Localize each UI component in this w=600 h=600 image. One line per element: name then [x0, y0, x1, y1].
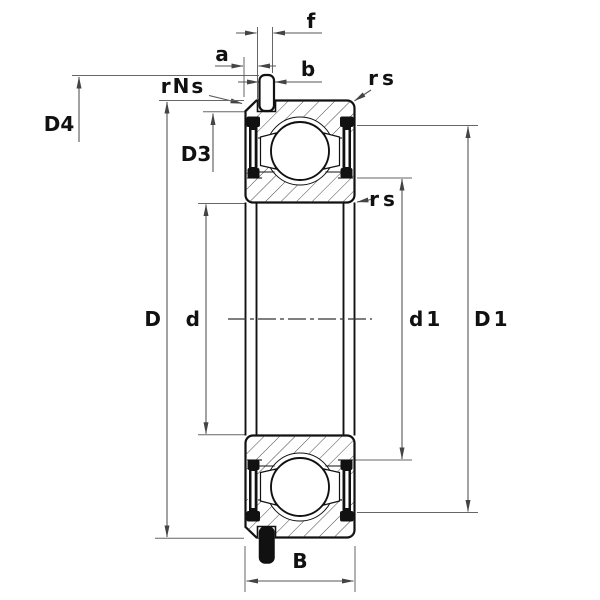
- dim-label-a: a: [215, 42, 229, 66]
- dim-label-d: d: [186, 307, 200, 331]
- snap-ring-top: [258, 73, 276, 113]
- dim-label-rNs: rNs: [161, 74, 206, 98]
- dim-label-D3: D3: [181, 142, 212, 166]
- ball: [270, 121, 330, 181]
- dim-label-rs-lower: rs: [369, 187, 399, 211]
- ball: [270, 457, 330, 517]
- dim-label-d1: d1: [409, 307, 443, 331]
- dim-D3: D3: [181, 111, 259, 172]
- seal-foot: [340, 168, 353, 178]
- dim-B: B: [244, 546, 356, 592]
- seal-left: [246, 116, 260, 178]
- dim-rNs: rNs: [161, 74, 243, 105]
- seal-insert: [345, 130, 349, 167]
- seal-right: [340, 460, 354, 522]
- dim-label-D4: D4: [44, 112, 75, 136]
- dim-label-D: D: [144, 307, 161, 331]
- dim-d: d: [186, 203, 246, 436]
- seal-insert: [251, 130, 255, 167]
- bearing-part: [228, 73, 372, 564]
- seal-insert: [251, 471, 255, 508]
- cross-section-bottom: [244, 434, 356, 564]
- dimension-layer: D4 D3 f a b: [44, 9, 511, 592]
- dim-label-B: B: [292, 549, 307, 573]
- leader-line: [208, 94, 243, 105]
- dim-b: b: [238, 57, 322, 85]
- dim-D4: D4: [44, 75, 259, 142]
- dim-f: f: [236, 9, 322, 99]
- dim-D: D: [144, 100, 244, 539]
- leader-line: [356, 197, 372, 203]
- dim-a: a: [215, 42, 276, 97]
- seal-foot: [247, 168, 260, 178]
- snap-ring-bottom: [258, 526, 275, 564]
- seal-left: [246, 460, 260, 522]
- dim-label-b: b: [301, 57, 315, 81]
- seal-foot: [340, 460, 353, 470]
- dim-label-f: f: [307, 9, 316, 33]
- dim-d1: d1: [348, 177, 443, 461]
- dim-label-rs-upper: rs: [368, 66, 398, 90]
- dim-label-D1: D1: [474, 307, 511, 331]
- dim-rs-upper: rs: [354, 66, 398, 102]
- dim-rs-lower: rs: [356, 187, 399, 211]
- dim-D1: D1: [357, 125, 511, 513]
- seal-right: [340, 116, 354, 178]
- seal-foot: [247, 460, 260, 470]
- leader-line: [354, 89, 372, 102]
- seal-insert: [345, 471, 349, 508]
- cross-section-top: [244, 73, 356, 204]
